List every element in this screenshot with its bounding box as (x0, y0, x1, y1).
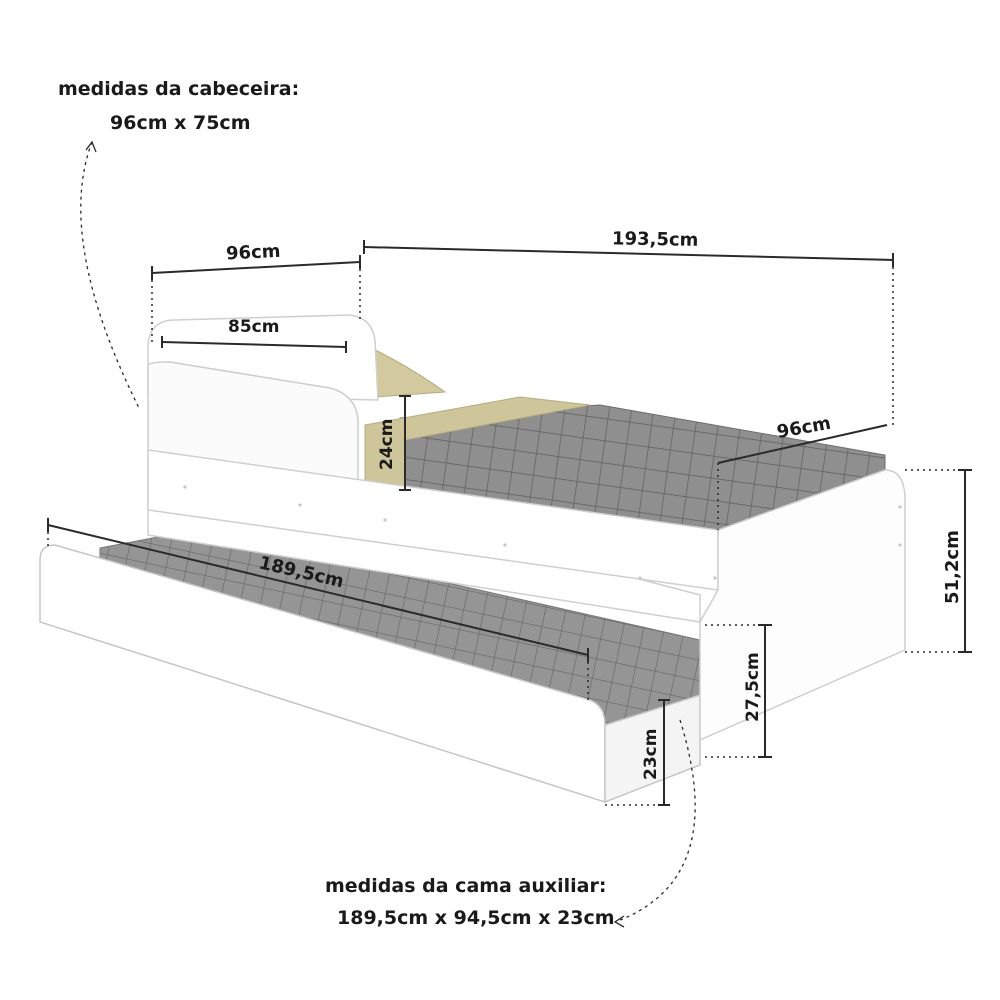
trundle-caption-title: medidas da cama auxiliar: (325, 875, 607, 897)
trundle-foot-panel (604, 693, 701, 804)
label-base-height: 27,5cm (743, 652, 763, 722)
label-total-height: 51,2cm (942, 530, 963, 604)
footboard (699, 469, 906, 742)
label-length-top: 193,5cm (612, 228, 699, 251)
label-headboard-inner: 85cm (228, 317, 279, 337)
trundle-caption-size: 189,5cm x 94,5cm x 23cm (337, 907, 615, 929)
trundle-bed (39, 527, 701, 804)
label-width-top: 96cm (226, 241, 282, 265)
headboard-caption-size: 96cm x 75cm (110, 112, 251, 134)
dimension-lines (47, 140, 972, 928)
label-trundle-height: 23cm (641, 729, 661, 780)
dimension-labels: 96cm 193,5cm 85cm 24cm 96cm 51,2cm 189,5… (226, 228, 963, 780)
main-bed (147, 314, 906, 742)
label-side-rail: 24cm (377, 419, 397, 470)
headboard-caption-title: medidas da cabeceira: (58, 78, 300, 100)
guard-rail (147, 361, 359, 486)
headboard-leader-arrow (80, 141, 141, 411)
